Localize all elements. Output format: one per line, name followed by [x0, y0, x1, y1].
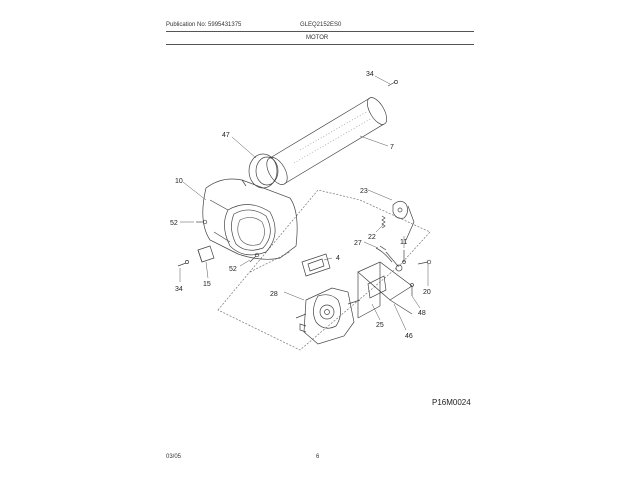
mounting-plane-outline — [217, 189, 431, 351]
idler-arm — [375, 245, 403, 272]
screw-20 — [417, 259, 432, 265]
callout-leaders — [179, 75, 429, 331]
figure-code: P16M0024 — [432, 398, 471, 407]
idler-spring — [381, 215, 386, 229]
model-number: GLEQ2152ES0 — [300, 22, 342, 28]
blower-housing — [202, 178, 298, 260]
footer-page-number: 6 — [316, 454, 320, 460]
header-rule-top — [166, 31, 474, 32]
callout-25: 25 — [376, 322, 384, 329]
callout-47: 47 — [222, 132, 230, 139]
idler-bracket — [357, 261, 413, 319]
footer-date: 03/05 — [166, 454, 182, 460]
motor-clip — [301, 253, 331, 277]
duct-seal-ring — [248, 153, 279, 189]
callout-11: 11 — [400, 239, 407, 246]
callout-23: 23 — [360, 188, 368, 195]
screw-34-top — [387, 80, 398, 87]
screw-52-upper — [196, 219, 208, 225]
screw-34-left — [177, 260, 189, 267]
callout-46: 46 — [405, 333, 413, 340]
callout-52-upper: 52 — [170, 220, 178, 227]
callout-10: 10 — [175, 178, 183, 185]
callout-15: 15 — [203, 281, 211, 288]
publication-number: Publication No: 5995431375 — [166, 22, 242, 28]
callout-4: 4 — [336, 255, 340, 262]
callout-7: 7 — [390, 144, 394, 151]
callout-34-left: 34 — [175, 286, 183, 293]
callout-22: 22 — [368, 234, 376, 241]
callout-28: 28 — [270, 291, 278, 298]
bracket-15 — [197, 245, 215, 263]
callout-20: 20 — [423, 289, 431, 296]
callout-34-top: 34 — [366, 71, 374, 78]
screw-52-lower — [249, 252, 260, 263]
screw-48 — [410, 283, 414, 296]
callout-52-lower: 52 — [229, 266, 237, 273]
belt-switch-bracket — [392, 200, 415, 241]
bolt-11 — [402, 250, 406, 264]
exhaust-duct — [266, 97, 387, 185]
drive-motor — [295, 287, 361, 345]
callout-48: 48 — [418, 310, 426, 317]
header-rule-bottom — [166, 44, 474, 45]
section-title: MOTOR — [306, 35, 329, 41]
callout-27: 27 — [354, 240, 362, 247]
